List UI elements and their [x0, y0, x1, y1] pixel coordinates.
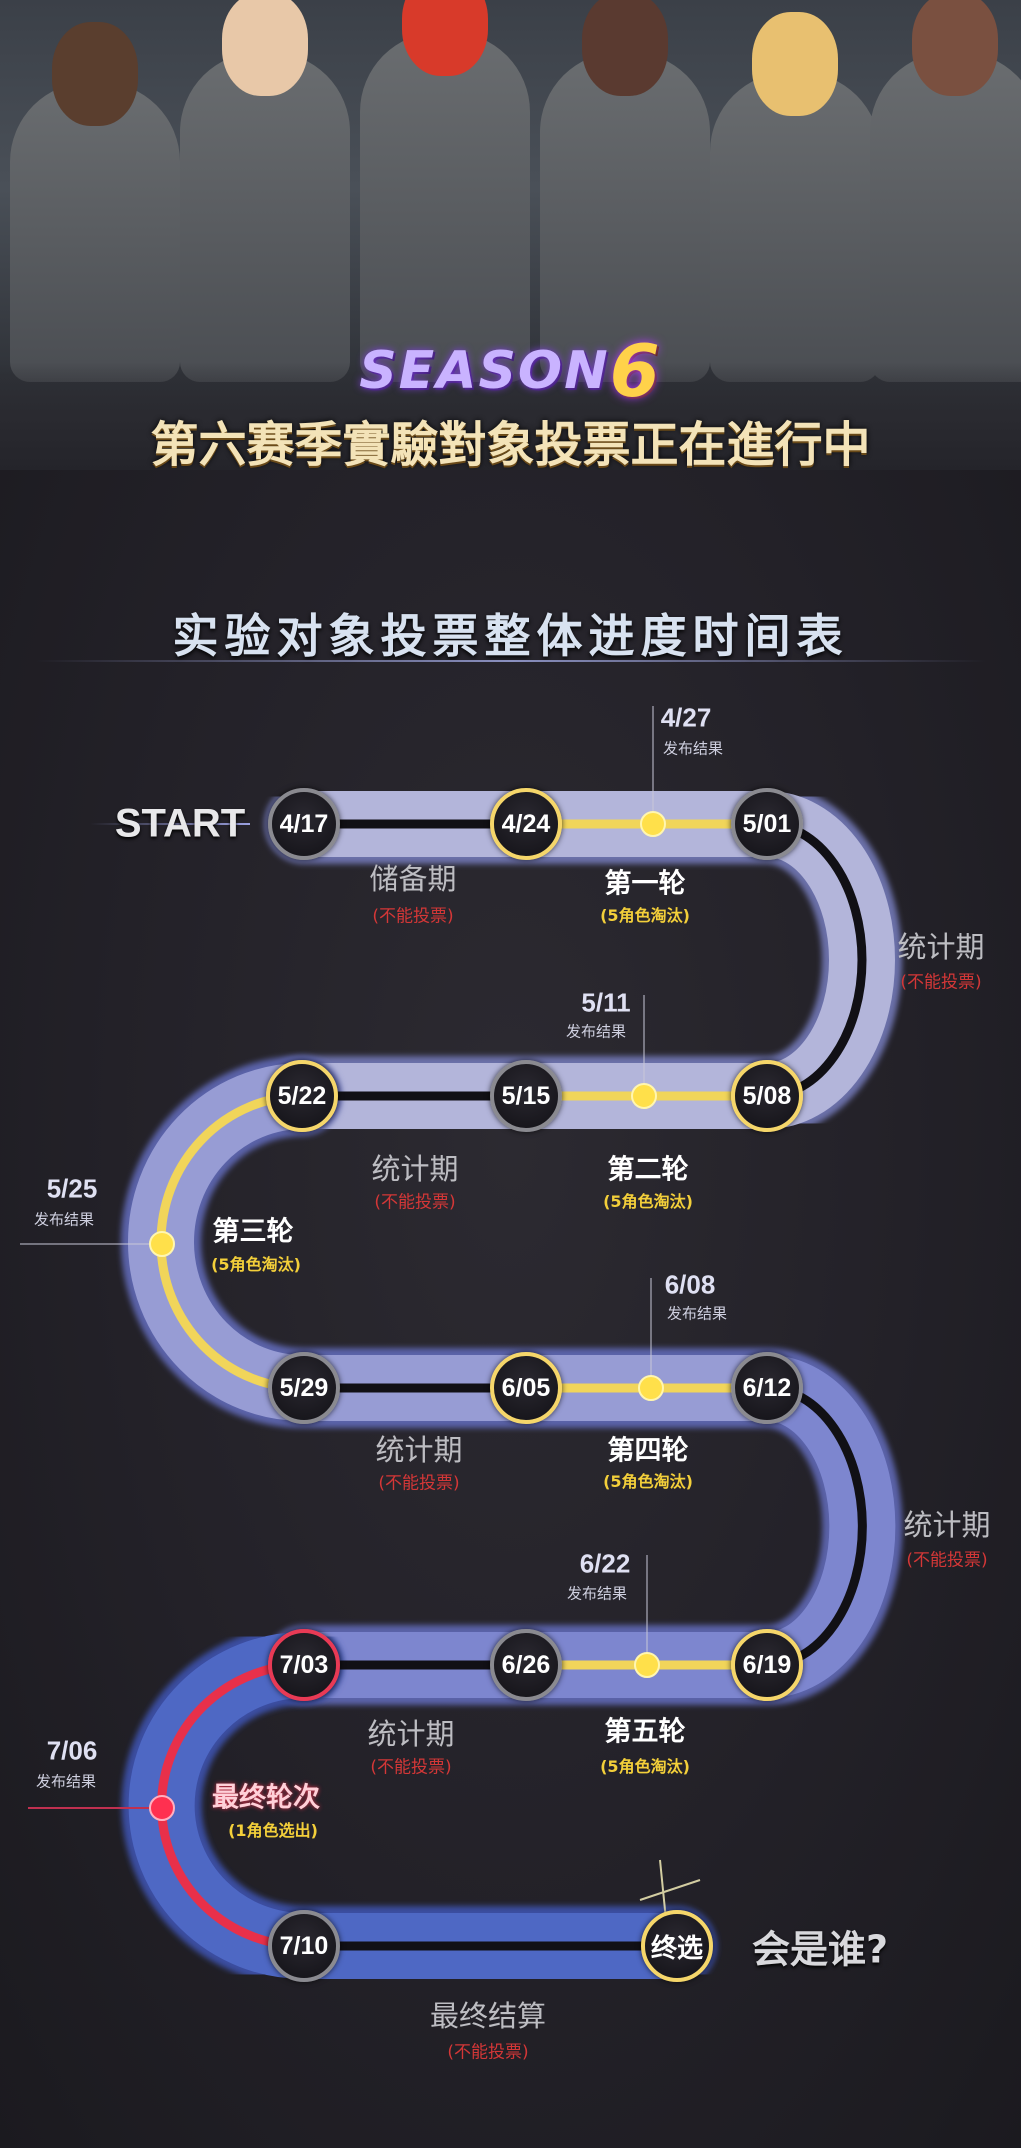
round-name: 第二轮: [607, 1154, 689, 1186]
season-banner: SEASON6 第六赛季實驗對象投票正在進行中: [0, 0, 1021, 472]
round-name: 第五轮: [604, 1716, 686, 1748]
result-date: 6/08: [664, 1269, 716, 1300]
character-figure: [870, 0, 1021, 382]
round-note: (5角色淘汰): [603, 1192, 693, 1211]
character-figure: [360, 0, 530, 382]
date-node: 5/01: [731, 788, 803, 860]
character-figure: [180, 0, 350, 382]
result-date: 5/11: [581, 987, 631, 1018]
period-note: (不能投票): [900, 972, 982, 993]
period-name: 统计期: [903, 1508, 991, 1542]
result-dot: [634, 1652, 660, 1678]
period-name: 统计期: [371, 1152, 459, 1186]
date-node: 4/17: [268, 788, 340, 860]
title-divider: [36, 660, 986, 662]
final-question: 会是谁?: [751, 1927, 889, 1972]
final-node: 终选: [641, 1910, 713, 1982]
round-name: 最终轮次: [212, 1782, 320, 1814]
round-note: (1角色选出): [228, 1821, 318, 1840]
schedule-title: 实验对象投票整体进度时间表: [172, 609, 849, 663]
result-dot: [638, 1375, 664, 1401]
date-node: 6/05: [490, 1352, 562, 1424]
season-logo-number: 6: [609, 329, 662, 413]
result-label: 发布结果: [666, 1304, 728, 1323]
result-label: 发布结果: [33, 1210, 95, 1229]
character-figure: [710, 12, 880, 382]
result-dot: [149, 1795, 175, 1821]
period-name: 储备期: [369, 862, 457, 896]
date-node: 4/24: [490, 788, 562, 860]
period-name: 统计期: [367, 1717, 455, 1751]
date-node: 6/12: [731, 1352, 803, 1424]
round-name: 第四轮: [607, 1435, 689, 1467]
result-date: 5/25: [46, 1173, 98, 1204]
period-note: (不能投票): [378, 1473, 460, 1494]
result-date: 6/22: [579, 1548, 631, 1579]
result-label: 发布结果: [662, 739, 724, 758]
character-figure: [540, 0, 710, 382]
result-date: 4/27: [660, 702, 712, 733]
start-line: [90, 823, 250, 825]
round-name: 第一轮: [604, 868, 686, 900]
round-note: (5角色淘汰): [600, 1757, 690, 1776]
result-label: 发布结果: [565, 1022, 627, 1041]
date-node: 6/19: [731, 1629, 803, 1701]
date-node: 5/15: [490, 1060, 562, 1132]
result-dot: [640, 811, 666, 837]
date-node: 5/29: [268, 1352, 340, 1424]
period-note: (不能投票): [374, 1192, 456, 1213]
result-dot: [631, 1083, 657, 1109]
round-note: (5角色淘汰): [603, 1472, 693, 1491]
period-name: 最终结算: [429, 1999, 547, 2033]
season-logo: SEASON6: [0, 335, 1021, 407]
period-note: (不能投票): [370, 1757, 452, 1778]
date-node: 6/26: [490, 1629, 562, 1701]
period-note: (不能投票): [447, 2042, 529, 2063]
date-node: 5/08: [731, 1060, 803, 1132]
result-date: 7/06: [46, 1735, 98, 1766]
banner-title: 第六赛季實驗對象投票正在進行中: [150, 417, 871, 472]
result-label: 发布结果: [35, 1772, 97, 1791]
date-node: 7/10: [268, 1910, 340, 1982]
round-note: (5角色淘汰): [211, 1255, 301, 1274]
result-label: 发布结果: [566, 1584, 628, 1603]
date-node: 7/03: [268, 1629, 340, 1701]
period-note: (不能投票): [906, 1550, 988, 1571]
period-note: (不能投票): [372, 906, 454, 927]
start-label: START: [114, 801, 246, 846]
banner-shade: [0, 362, 1021, 472]
period-name: 统计期: [375, 1433, 463, 1467]
round-note: (5角色淘汰): [600, 906, 690, 925]
segment-line: [766, 1383, 867, 1670]
period-name: 统计期: [897, 930, 985, 964]
result-dot: [149, 1231, 175, 1257]
date-node: 5/22: [266, 1060, 338, 1132]
season-logo-text: SEASON: [359, 341, 610, 401]
round-name: 第三轮: [212, 1216, 294, 1248]
character-figure: [10, 22, 180, 382]
segment-line: [766, 819, 867, 1101]
